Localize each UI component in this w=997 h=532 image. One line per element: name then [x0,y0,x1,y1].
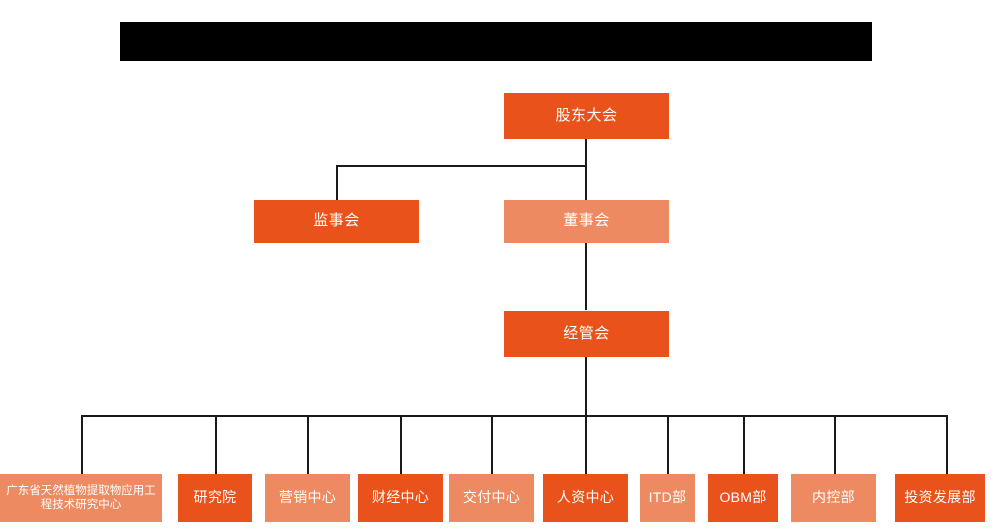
connector-board-drop [585,165,587,200]
connector-board-to-management [585,243,587,310]
node-shareholders[interactable]: 股东大会 [504,93,669,139]
connector-drop-hr-center [585,415,587,474]
node-board[interactable]: 董事会 [504,200,669,243]
node-itd-dept[interactable]: ITD部 [640,474,695,522]
connector-drop-itd-dept [667,415,669,474]
node-internal-control-dept[interactable]: 内控部 [791,474,876,522]
connector-drop-marketing-center [307,415,309,474]
connector-supervisors-drop [336,165,338,200]
redacted-title-bar [120,22,872,61]
connector-management-down [585,357,587,416]
node-management[interactable]: 经管会 [504,311,669,357]
node-finance-center[interactable]: 财经中心 [358,474,443,522]
node-obm-dept[interactable]: OBM部 [708,474,778,522]
node-eng-center[interactable]: 广东省天然植物提取物应用工程技术研究中心 [0,474,162,522]
node-hr-center[interactable]: 人资中心 [543,474,628,522]
node-delivery-center[interactable]: 交付中心 [449,474,534,522]
connector-drop-investment-dev-dept [946,415,948,474]
connector-shareholders-down [585,139,587,166]
connector-shareholders-bus [336,165,586,167]
connector-drop-eng-center [81,415,83,474]
connector-drop-finance-center [400,415,402,474]
connector-drop-delivery-center [491,415,493,474]
connector-department-bus [81,415,947,417]
node-research-institute[interactable]: 研究院 [178,474,252,522]
node-marketing-center[interactable]: 营销中心 [265,474,350,522]
connector-drop-obm-dept [743,415,745,474]
node-supervisors[interactable]: 监事会 [254,200,419,243]
node-investment-dev-dept[interactable]: 投资发展部 [895,474,985,522]
connector-drop-internal-control-dept [834,415,836,474]
connector-drop-research-institute [215,415,217,474]
